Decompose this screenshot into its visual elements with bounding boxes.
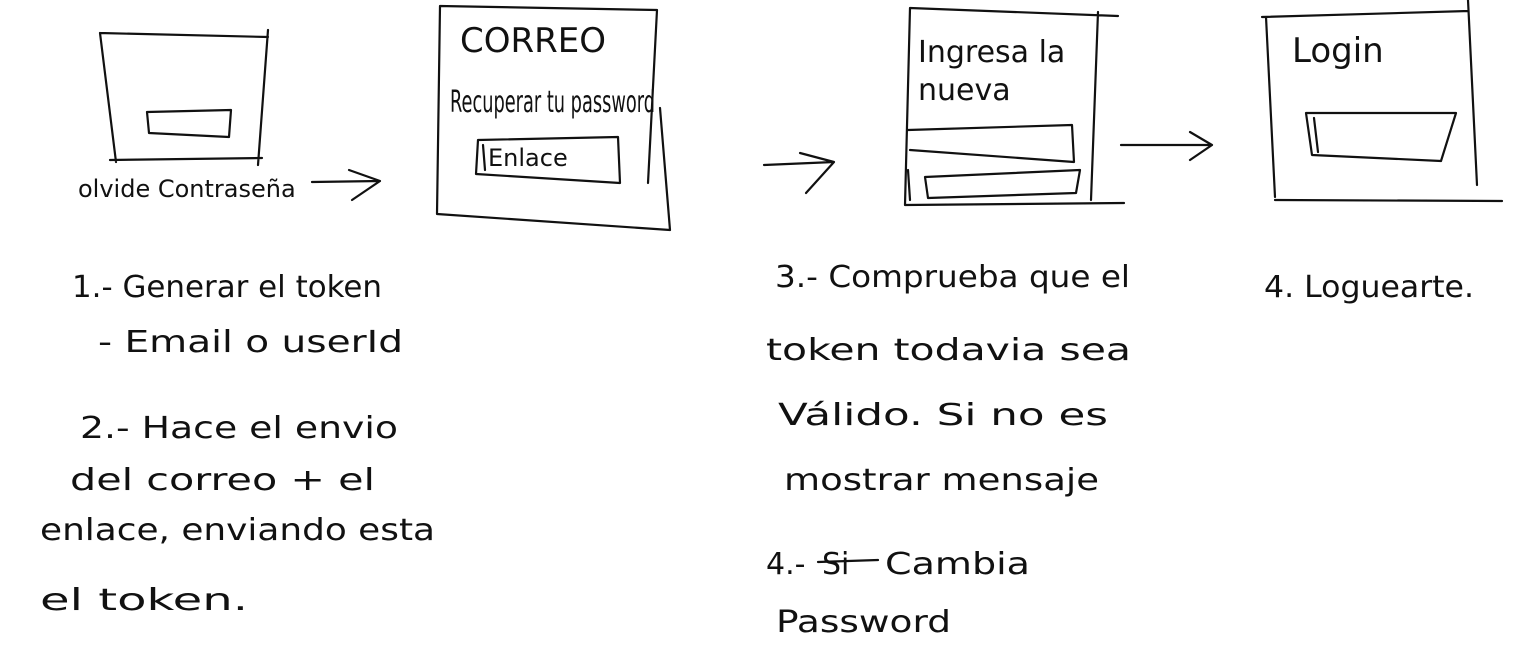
step-3-line-3: Válido. Si no es [778,398,1108,433]
login-screen-frame [1260,0,1504,203]
step-3-note: 3.- Comprueba que el token todavia sea V… [766,260,1131,498]
step-3-line-2: token todavia sea [766,333,1131,368]
email-link-button: Enlace [488,144,568,172]
step-4a-prefix: 4.- [766,547,805,582]
email-title: CORREO [460,21,606,61]
forgot-screen-input [145,108,233,139]
step-4a-struck-word: Si [822,547,849,582]
arrow-2-icon [762,151,836,195]
email-link-button-box [474,135,622,185]
step-4b-note: 4. Loguearte. [1264,270,1474,305]
new-password-screen-frame [903,6,1126,207]
step-2-line-2: del correo + el [70,463,375,498]
step-2-line-4: el token. [40,583,248,618]
new-password-input-2 [923,168,1082,200]
step-2-line-3: enlace, enviando esta [40,513,435,548]
email-link-cursor-icon [481,143,487,172]
email-subtitle: Recuperar tu password [450,85,655,120]
step-2-line-1: 2.- Hace el envio [80,411,398,446]
login-title: Login [1292,31,1384,71]
new-password-input-1 [906,123,1076,164]
step-4a-line-2: Password [776,605,951,640]
step-1-note: 1.- Generar el token - Email o userId [72,270,403,360]
step-4a-strikethrough [816,558,880,564]
new-password-title-line2: nueva [918,73,1011,108]
forgot-password-link: olvide Contraseña [78,175,296,203]
new-password-cursor-icon [906,168,912,202]
email-screen-frame [435,4,672,232]
forgot-screen-frame [98,28,270,167]
step-1-line-1: 1.- Generar el token [72,270,382,305]
login-cursor-icon [1312,116,1320,154]
email-screen: CORREO Recuperar tu password Enlace [435,4,836,232]
step-4b-line: 4. Loguearte. [1264,270,1474,305]
step-2-note: 2.- Hace el envio del correo + el enlace… [40,411,435,618]
login-screen: Login [1260,0,1504,203]
step-3-line-1: 3.- Comprueba que el [775,260,1130,295]
new-password-screen: Ingresa la nueva [903,6,1214,207]
arrow-3-icon [1119,130,1214,162]
login-input-box [1304,111,1458,163]
step-1-line-2: - Email o userId [98,325,403,360]
new-password-title-line1: Ingresa la [918,35,1065,70]
step-4a-line-1: Cambia [885,547,1030,582]
forgot-password-screen: olvide Contraseña [78,28,382,203]
step-3-line-4: mostrar mensaje [784,463,1099,498]
step-4a-note: 4.- Si Cambia Password [766,547,1030,640]
arrow-1-icon [310,168,382,202]
